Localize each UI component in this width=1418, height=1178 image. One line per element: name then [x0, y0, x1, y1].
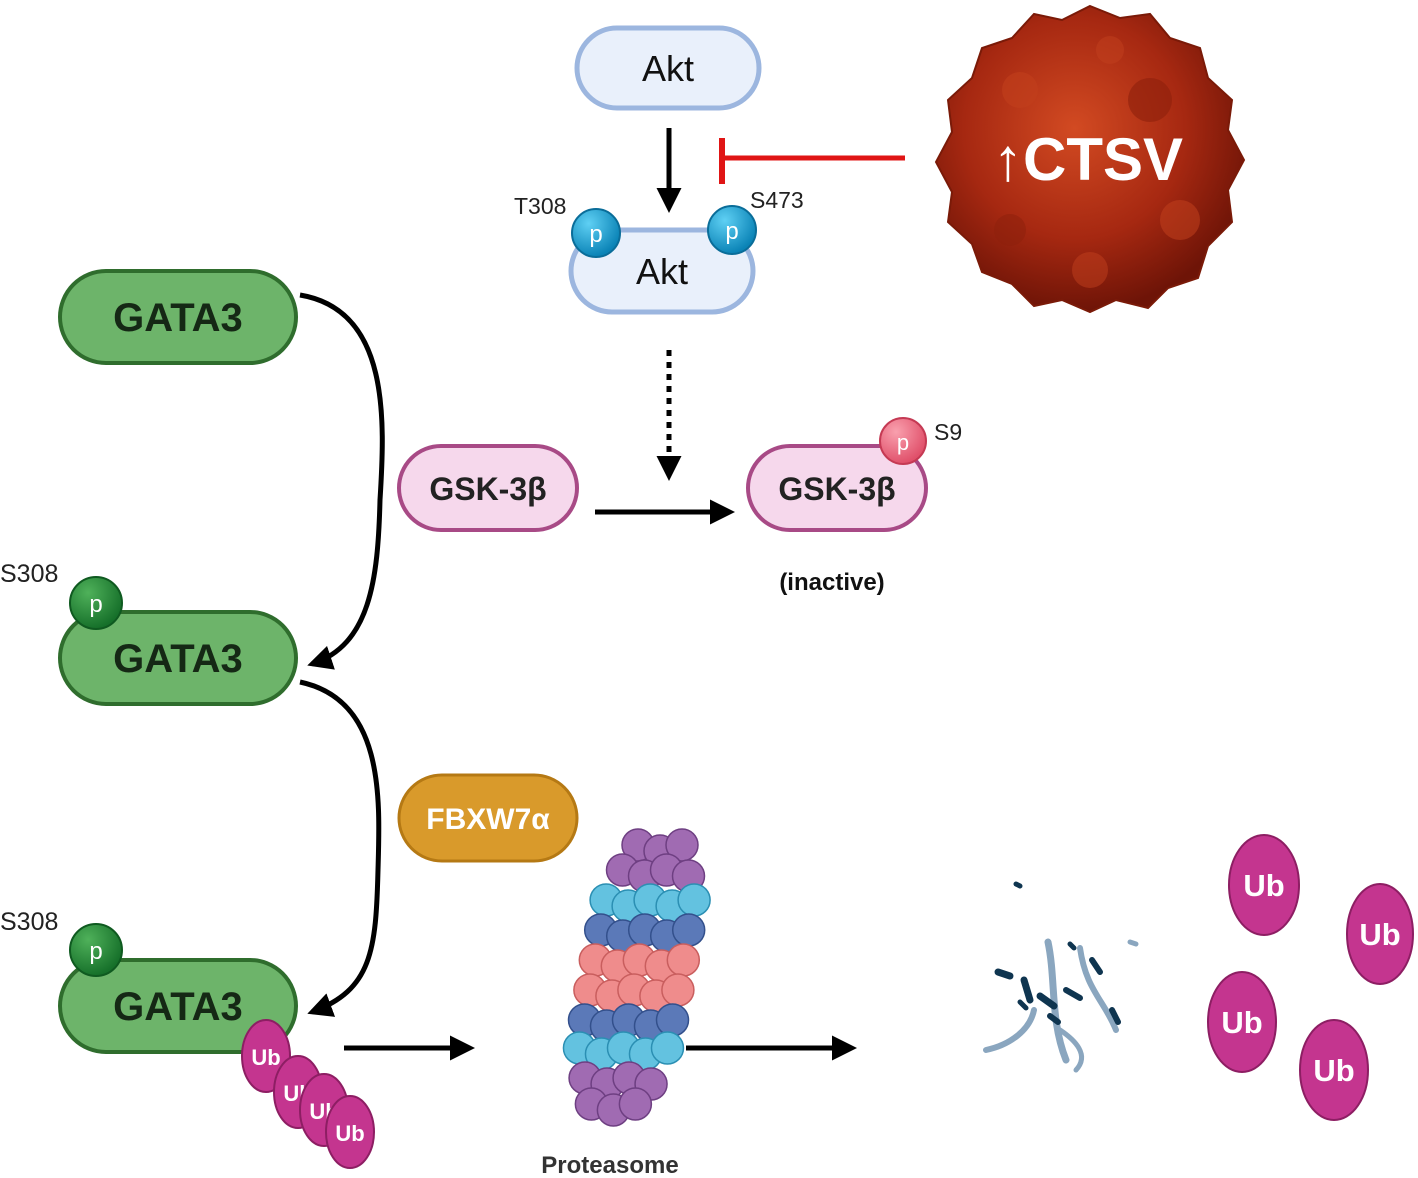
svg-text:p: p [897, 430, 909, 455]
gata3-mid-site: S308 [0, 560, 58, 588]
ub-chain-4: Ub [325, 1095, 375, 1169]
proteasome-subunit [618, 1087, 653, 1121]
gata3-node-top: GATA3 [58, 269, 298, 365]
gsk3b-node-inactive: GSK-3β [746, 444, 928, 532]
svg-text:Ub: Ub [1221, 1005, 1262, 1040]
gata3-bottom-phospho: p [69, 923, 123, 977]
gata3-bottom-site: S308 [0, 908, 58, 936]
svg-text:Ub: Ub [1243, 868, 1284, 903]
svg-text:p: p [725, 218, 738, 245]
fbxw7a-node: FBXW7α [397, 773, 579, 863]
svg-text:p: p [589, 221, 602, 248]
gsk-phospho-s9: p [879, 417, 927, 465]
ctsv-inhibition-line [719, 138, 905, 184]
gata3-mid-phospho: p [69, 576, 123, 630]
akt-phospho-t308: p [571, 208, 621, 258]
gata3-node-phosphorylated: GATA3 [58, 610, 298, 706]
akt-top-label: Akt [642, 48, 694, 89]
peptide-fragments [983, 881, 1139, 1073]
akt-node-top: Akt [574, 25, 762, 111]
gata3-top-label: GATA3 [113, 296, 243, 340]
proteasome [562, 828, 711, 1127]
akt-bottom-label: Akt [636, 251, 688, 292]
proteasome-subunit [677, 883, 711, 917]
free-ubiquitin-3: Ub [1207, 971, 1277, 1073]
gsk3b-node-active: GSK-3β [397, 444, 579, 532]
free-ubiquitin-1: Ub [1228, 834, 1300, 936]
gata3-phosphorylation-arrow [299, 292, 385, 670]
svg-text:Ub: Ub [1313, 1053, 1354, 1088]
svg-text:Ub: Ub [335, 1121, 364, 1146]
gsk3b-left-label: GSK-3β [429, 471, 546, 507]
akt-site-t308: T308 [514, 193, 566, 219]
proteasome-subunit [661, 973, 695, 1007]
gata3-mid-label: GATA3 [113, 637, 243, 681]
akt-site-s473: S473 [750, 187, 804, 213]
gsk3b-right-label: GSK-3β [778, 471, 895, 507]
gata3-node-ubiquitinated: GATA3 [58, 958, 298, 1054]
gsk-site-s9: S9 [934, 419, 962, 445]
proteasome-subunit [650, 1031, 685, 1065]
ctsv-cell: ↑CTSV [934, 4, 1246, 314]
gata3-ubiquitination-arrow [299, 679, 382, 1017]
free-ubiquitin-4: Ub [1299, 1019, 1369, 1121]
gata3-bottom-label: GATA3 [113, 985, 243, 1029]
ubiquitin-chain: Ub Ub Ub Ub [241, 1019, 375, 1169]
akt-phospho-s473: p [707, 205, 757, 255]
proteasome-subunit [671, 913, 706, 947]
akt-node-phosphorylated: Akt [568, 227, 756, 315]
proteasome-subunit [655, 1003, 690, 1037]
ctsv-label: ↑CTSV [993, 126, 1183, 193]
fbxw7a-label: FBXW7α [426, 803, 550, 836]
proteasome-subunit [666, 943, 701, 977]
svg-text:p: p [89, 938, 102, 965]
free-ubiquitin-2: Ub [1346, 883, 1414, 985]
svg-text:Ub: Ub [251, 1045, 280, 1070]
gsk-inactive-label: (inactive) [779, 569, 884, 596]
svg-text:p: p [89, 591, 102, 618]
svg-text:Ub: Ub [1359, 917, 1400, 952]
proteasome-label: Proteasome [541, 1152, 678, 1178]
